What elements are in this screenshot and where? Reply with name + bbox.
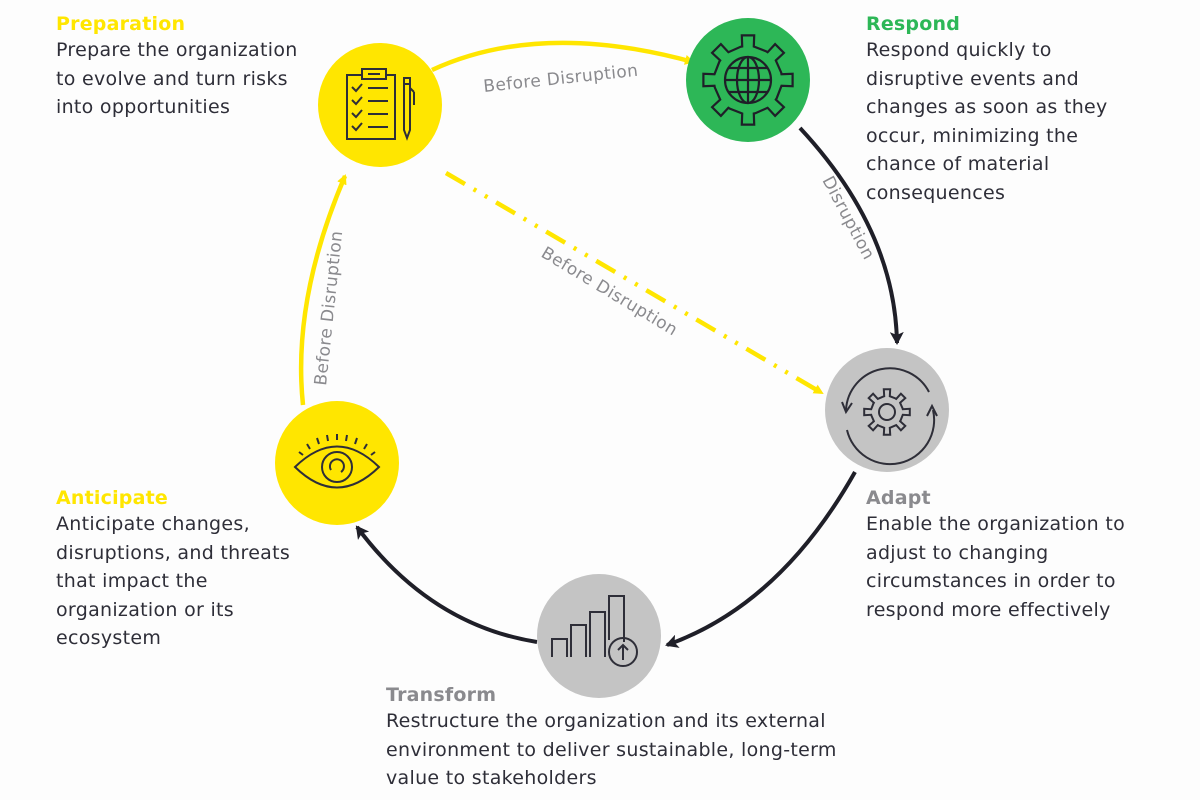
desc-line: circumstances in order to <box>866 570 1116 592</box>
desc-line: organization or its <box>56 598 234 621</box>
desc-line: disruptive events and <box>866 67 1079 90</box>
stage-anticipate-node[interactable] <box>275 401 399 525</box>
stage-adapt-node[interactable] <box>825 348 949 472</box>
stage-title: Preparation <box>56 13 186 35</box>
stage-respond: Respond Respond quickly to disruptive ev… <box>866 12 1108 207</box>
stage-description: Restructure the organization and its ext… <box>386 707 837 793</box>
desc-line: Restructure the organization and its ext… <box>386 710 826 732</box>
arrow-preparation-to-adapt <box>444 171 824 395</box>
desc-line: that impact the <box>56 570 208 592</box>
stage-description: Anticipate changes, disruptions, and thr… <box>56 510 290 653</box>
desc-line: to evolve and turn risks <box>56 67 288 90</box>
desc-line: occur, minimizing the <box>866 124 1079 147</box>
desc-line: respond more effectively <box>866 598 1111 621</box>
desc-line: consequences <box>866 181 1006 204</box>
stage-title: Anticipate <box>56 487 168 509</box>
stage-description: Prepare the organization to evolve and t… <box>56 36 298 122</box>
desc-line: Respond quickly to <box>866 39 1052 61</box>
arrow-preparation-to-respond <box>431 40 695 73</box>
desc-line: ecosystem <box>56 627 162 649</box>
desc-line: changes as soon as they <box>866 96 1108 118</box>
arrow-anticipate-to-preparation <box>298 174 348 406</box>
eye-icon <box>293 434 381 489</box>
stage-adapt: Adapt Enable the organization to adjust … <box>866 486 1125 624</box>
clipboard-checklist-icon <box>346 68 415 141</box>
arrow-transform-to-anticipate <box>355 525 538 644</box>
stage-transform: Transform Restructure the organization a… <box>386 683 837 793</box>
gear-globe-icon <box>702 34 794 126</box>
desc-line: adjust to changing <box>866 541 1049 564</box>
stage-anticipate: Anticipate Anticipate changes, disruptio… <box>56 486 290 653</box>
gear-cycle-icon <box>841 367 938 466</box>
label-preparation-to-adapt: Before Disruption <box>537 243 681 340</box>
desc-line: Enable the organization to <box>866 513 1126 535</box>
desc-line: value to stakeholders <box>386 767 597 789</box>
stage-preparation: Preparation Prepare the organization to … <box>56 12 298 122</box>
stage-title: Transform <box>386 684 497 706</box>
desc-line: chance of material <box>866 153 1050 175</box>
stage-preparation-node[interactable] <box>318 43 442 167</box>
desc-line: disruptions, and threats <box>56 541 291 564</box>
desc-line: Anticipate changes, <box>56 513 250 535</box>
stage-respond-node[interactable] <box>686 18 810 142</box>
stage-transform-node[interactable] <box>537 574 661 698</box>
arrow-adapt-to-transform <box>665 471 857 648</box>
desc-line: into opportunities <box>56 96 231 118</box>
stage-title: Adapt <box>866 487 931 509</box>
desc-line: Prepare the organization <box>56 39 298 61</box>
stage-description: Respond quickly to disruptive events and… <box>866 36 1108 207</box>
bar-chart-up-icon <box>551 595 638 667</box>
arrow-respond-to-adapt <box>798 126 904 345</box>
stage-title: Respond <box>866 13 961 35</box>
label-preparation-to-respond: Before Disruption <box>482 61 639 97</box>
desc-line: environment to deliver sustainable, long… <box>386 738 837 761</box>
stage-description: Enable the organization to adjust to cha… <box>866 510 1125 624</box>
